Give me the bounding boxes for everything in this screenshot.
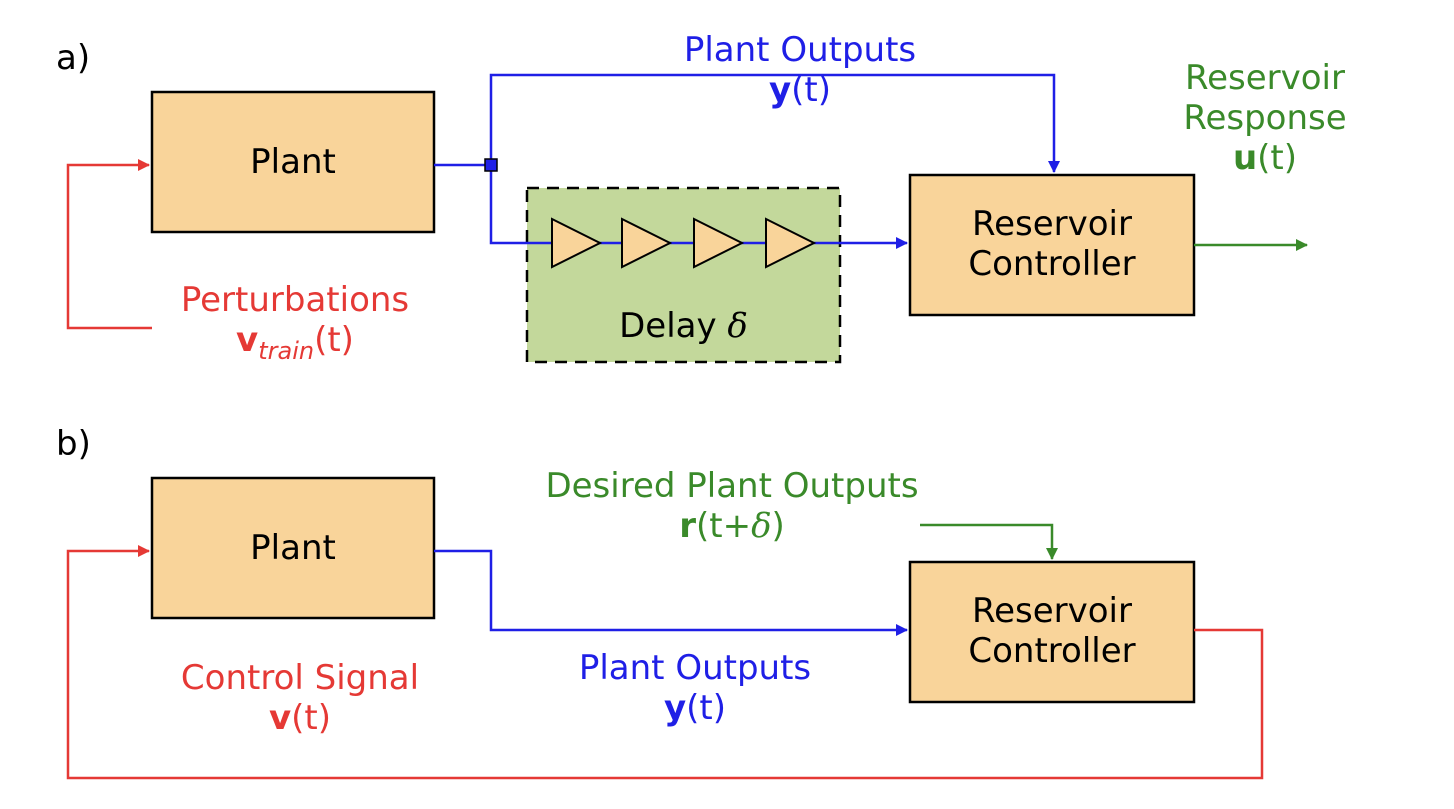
desired-outputs-var: r <box>679 506 696 546</box>
delay-element-1 <box>551 217 603 269</box>
plant-box-a <box>150 90 436 234</box>
desired-outputs-label: Desired Plant Outputs r(t+δ) <box>500 466 964 546</box>
control-signal-title: Control Signal <box>180 658 420 698</box>
controller-label-a: Reservoir Controller <box>910 204 1194 284</box>
plant-outputs-arg-a: (t) <box>791 70 832 110</box>
perturbation-arrow <box>66 159 152 330</box>
delay-symbol: δ <box>727 306 748 346</box>
plant-label-b: Plant <box>250 528 336 568</box>
delay-element-4 <box>765 217 817 269</box>
controller-label-b-line2: Controller <box>968 631 1136 671</box>
controller-label-a-line2: Controller <box>968 244 1136 284</box>
desired-outputs-symbol: δ <box>751 506 772 546</box>
plant-outputs-label-a: Plant Outputs y(t) <box>620 30 980 110</box>
control-signal-var: v <box>268 698 292 738</box>
reservoir-response-line1: Reservoir <box>1185 58 1345 98</box>
delay-element-2 <box>621 217 673 269</box>
controller-label-a-line1: Reservoir <box>972 204 1132 244</box>
controller-label-b: Reservoir Controller <box>910 591 1194 671</box>
desired-outputs-arg-close: ) <box>771 506 785 546</box>
plant-outputs-var-b: y <box>663 688 687 728</box>
plant-outputs-label-b: Plant Outputs y(t) <box>515 648 875 728</box>
plant-outputs-arrow-b <box>434 549 908 636</box>
panel-a-label: a) <box>56 38 91 78</box>
plant-outputs-title-b: Plant Outputs <box>578 648 812 688</box>
control-signal-label: Control Signal v(t) <box>140 658 460 738</box>
perturbations-title: Perturbations <box>180 280 410 320</box>
junction-node <box>484 158 498 172</box>
delay-word: Delay <box>619 306 717 346</box>
delay-block <box>525 186 842 364</box>
control-signal-arg: (t) <box>291 698 332 738</box>
reservoir-response-arg: (t) <box>1257 138 1298 178</box>
reservoir-response-line2: Response <box>1183 98 1347 138</box>
controller-label-b-line1: Reservoir <box>972 591 1132 631</box>
perturbations-var: v <box>236 320 259 360</box>
reservoir-response-var: u <box>1232 138 1258 178</box>
desired-outputs-arg-open: (t+ <box>695 506 752 546</box>
control-signal-arrow <box>66 545 1264 780</box>
plant-label-a: Plant <box>250 142 336 182</box>
plant-outputs-var-a: y <box>768 70 792 110</box>
plant-box-b <box>150 476 436 620</box>
plant-outputs-title-a: Plant Outputs <box>683 30 917 70</box>
plant-outputs-arg-b: (t) <box>686 688 727 728</box>
desired-outputs-title: Desired Plant Outputs <box>545 466 919 506</box>
controller-box-b <box>908 560 1196 704</box>
controller-box-a <box>908 173 1196 317</box>
perturbations-arg: (t) <box>314 320 354 360</box>
desired-outputs-arrow <box>920 523 1058 560</box>
plant-outputs-arrow-a <box>489 73 1060 173</box>
perturbations-sub: train <box>258 337 315 365</box>
delay-label: Delay δ <box>527 306 840 346</box>
perturbations-label: Perturbations vtrain(t) <box>130 280 460 365</box>
reservoir-response-label: Reservoir Response u(t) <box>1160 58 1370 178</box>
delay-element-3 <box>693 217 745 269</box>
panel-b-label: b) <box>56 424 91 464</box>
